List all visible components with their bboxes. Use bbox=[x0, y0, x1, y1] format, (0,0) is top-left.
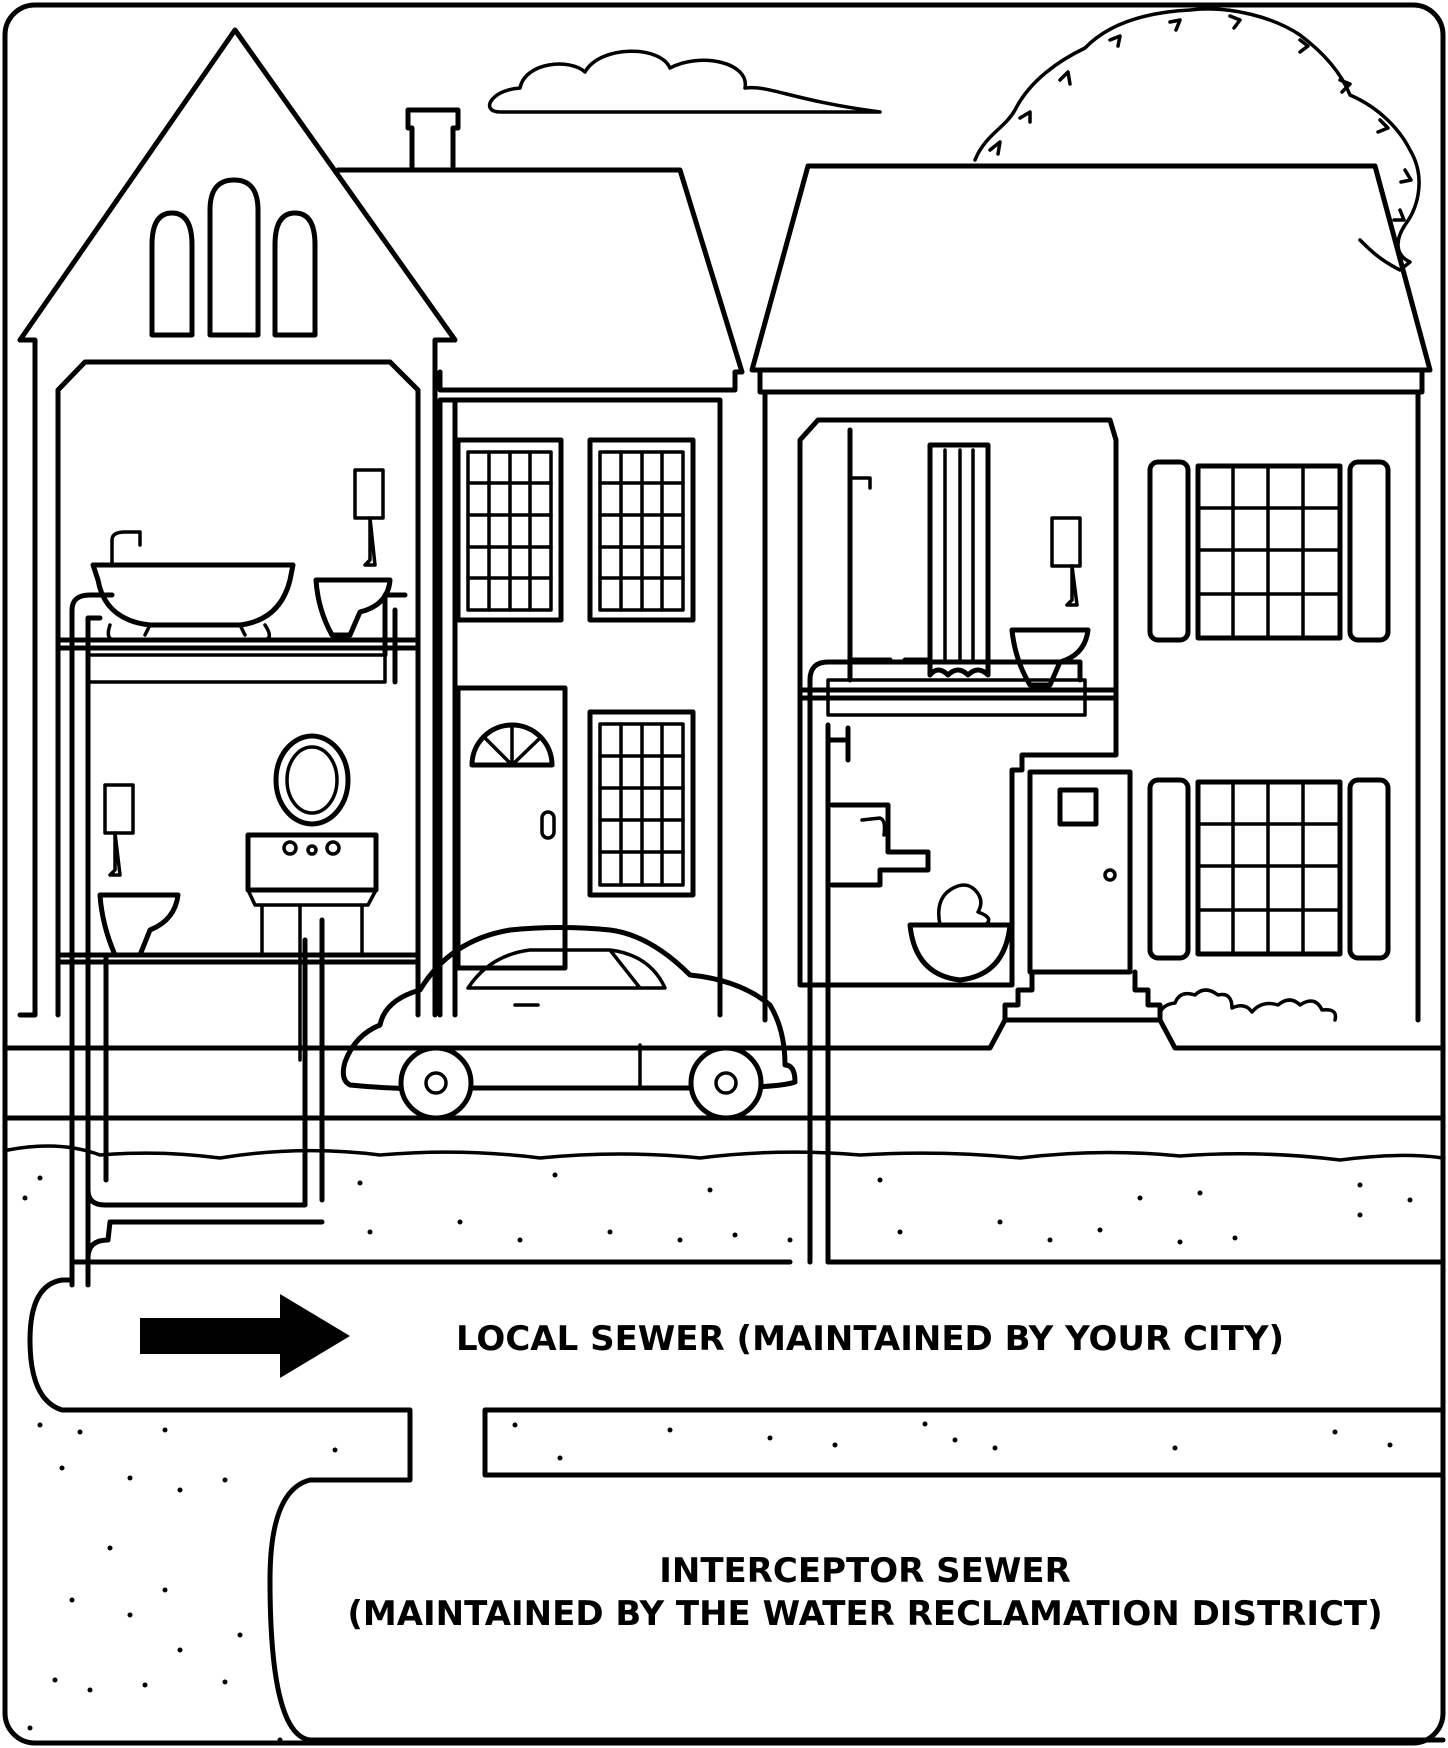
local-sewer-label: LOCAL SEWER (MAINTAINED BY YOUR CITY) bbox=[456, 1319, 1284, 1359]
cloud bbox=[487, 49, 882, 114]
right-house-walls bbox=[762, 389, 1421, 1023]
mirror bbox=[273, 733, 351, 827]
soil-line bbox=[6, 1144, 1445, 1162]
left-upper-floor bbox=[55, 637, 421, 651]
tree bbox=[973, 7, 1421, 272]
arrow-right-icon bbox=[140, 1294, 350, 1378]
laundry-sink bbox=[829, 802, 931, 888]
left-upper-toilet bbox=[313, 468, 393, 638]
bushes bbox=[1158, 988, 1338, 1022]
interceptor-sewer-label: INTERCEPTOR SEWER bbox=[659, 1551, 1071, 1591]
left-house-lower-pipe bbox=[85, 952, 109, 1183]
left-house-drain-pipe bbox=[69, 592, 408, 1288]
left-sink bbox=[245, 832, 379, 1062]
interceptor-sewer-maintainer-label: (MAINTAINED BY THE WATER RECLAMATION DIS… bbox=[347, 1594, 1382, 1634]
right-house-interior bbox=[797, 417, 1119, 988]
front-steps bbox=[1002, 969, 1163, 1023]
soil-speckles bbox=[22, 1172, 1413, 1745]
shutter bbox=[1147, 459, 1191, 643]
middle-house-wall bbox=[437, 397, 723, 1018]
local-sewer-pipe bbox=[27, 1259, 1446, 1743]
tree-texture bbox=[988, 14, 1413, 222]
local-sewer-top bbox=[69, 1259, 91, 1283]
car bbox=[340, 925, 798, 1121]
right-window-top bbox=[1195, 463, 1343, 641]
right-window-bottom bbox=[1195, 779, 1343, 957]
shutter bbox=[1347, 459, 1391, 643]
right-house-drain-pipe bbox=[807, 659, 1083, 1265]
left-house-interior bbox=[55, 359, 421, 1018]
shower bbox=[847, 427, 991, 683]
shutter bbox=[1147, 777, 1191, 961]
chimney bbox=[405, 107, 461, 173]
left-house-gable bbox=[17, 27, 458, 1018]
attic-windows bbox=[149, 177, 318, 338]
left-house-wall-left bbox=[17, 337, 38, 1018]
middle-window-bottom bbox=[587, 709, 696, 898]
left-upper-floor-box bbox=[86, 653, 387, 684]
right-back-door bbox=[1027, 769, 1133, 975]
middle-window-top-left bbox=[455, 437, 564, 623]
right-house-roof bbox=[749, 163, 1433, 395]
front-door bbox=[455, 685, 568, 971]
middle-window-top-right bbox=[587, 437, 696, 623]
shutter bbox=[1347, 777, 1391, 961]
left-lower-floor bbox=[55, 952, 421, 965]
left-lower-toilet bbox=[97, 783, 181, 958]
middle-house-roof bbox=[335, 167, 745, 393]
laundry-basket bbox=[907, 883, 1013, 983]
right-upper-floor-box bbox=[826, 678, 1087, 717]
right-toilet bbox=[1009, 516, 1091, 688]
right-upper-floor bbox=[797, 687, 1119, 701]
bathtub bbox=[90, 530, 296, 642]
